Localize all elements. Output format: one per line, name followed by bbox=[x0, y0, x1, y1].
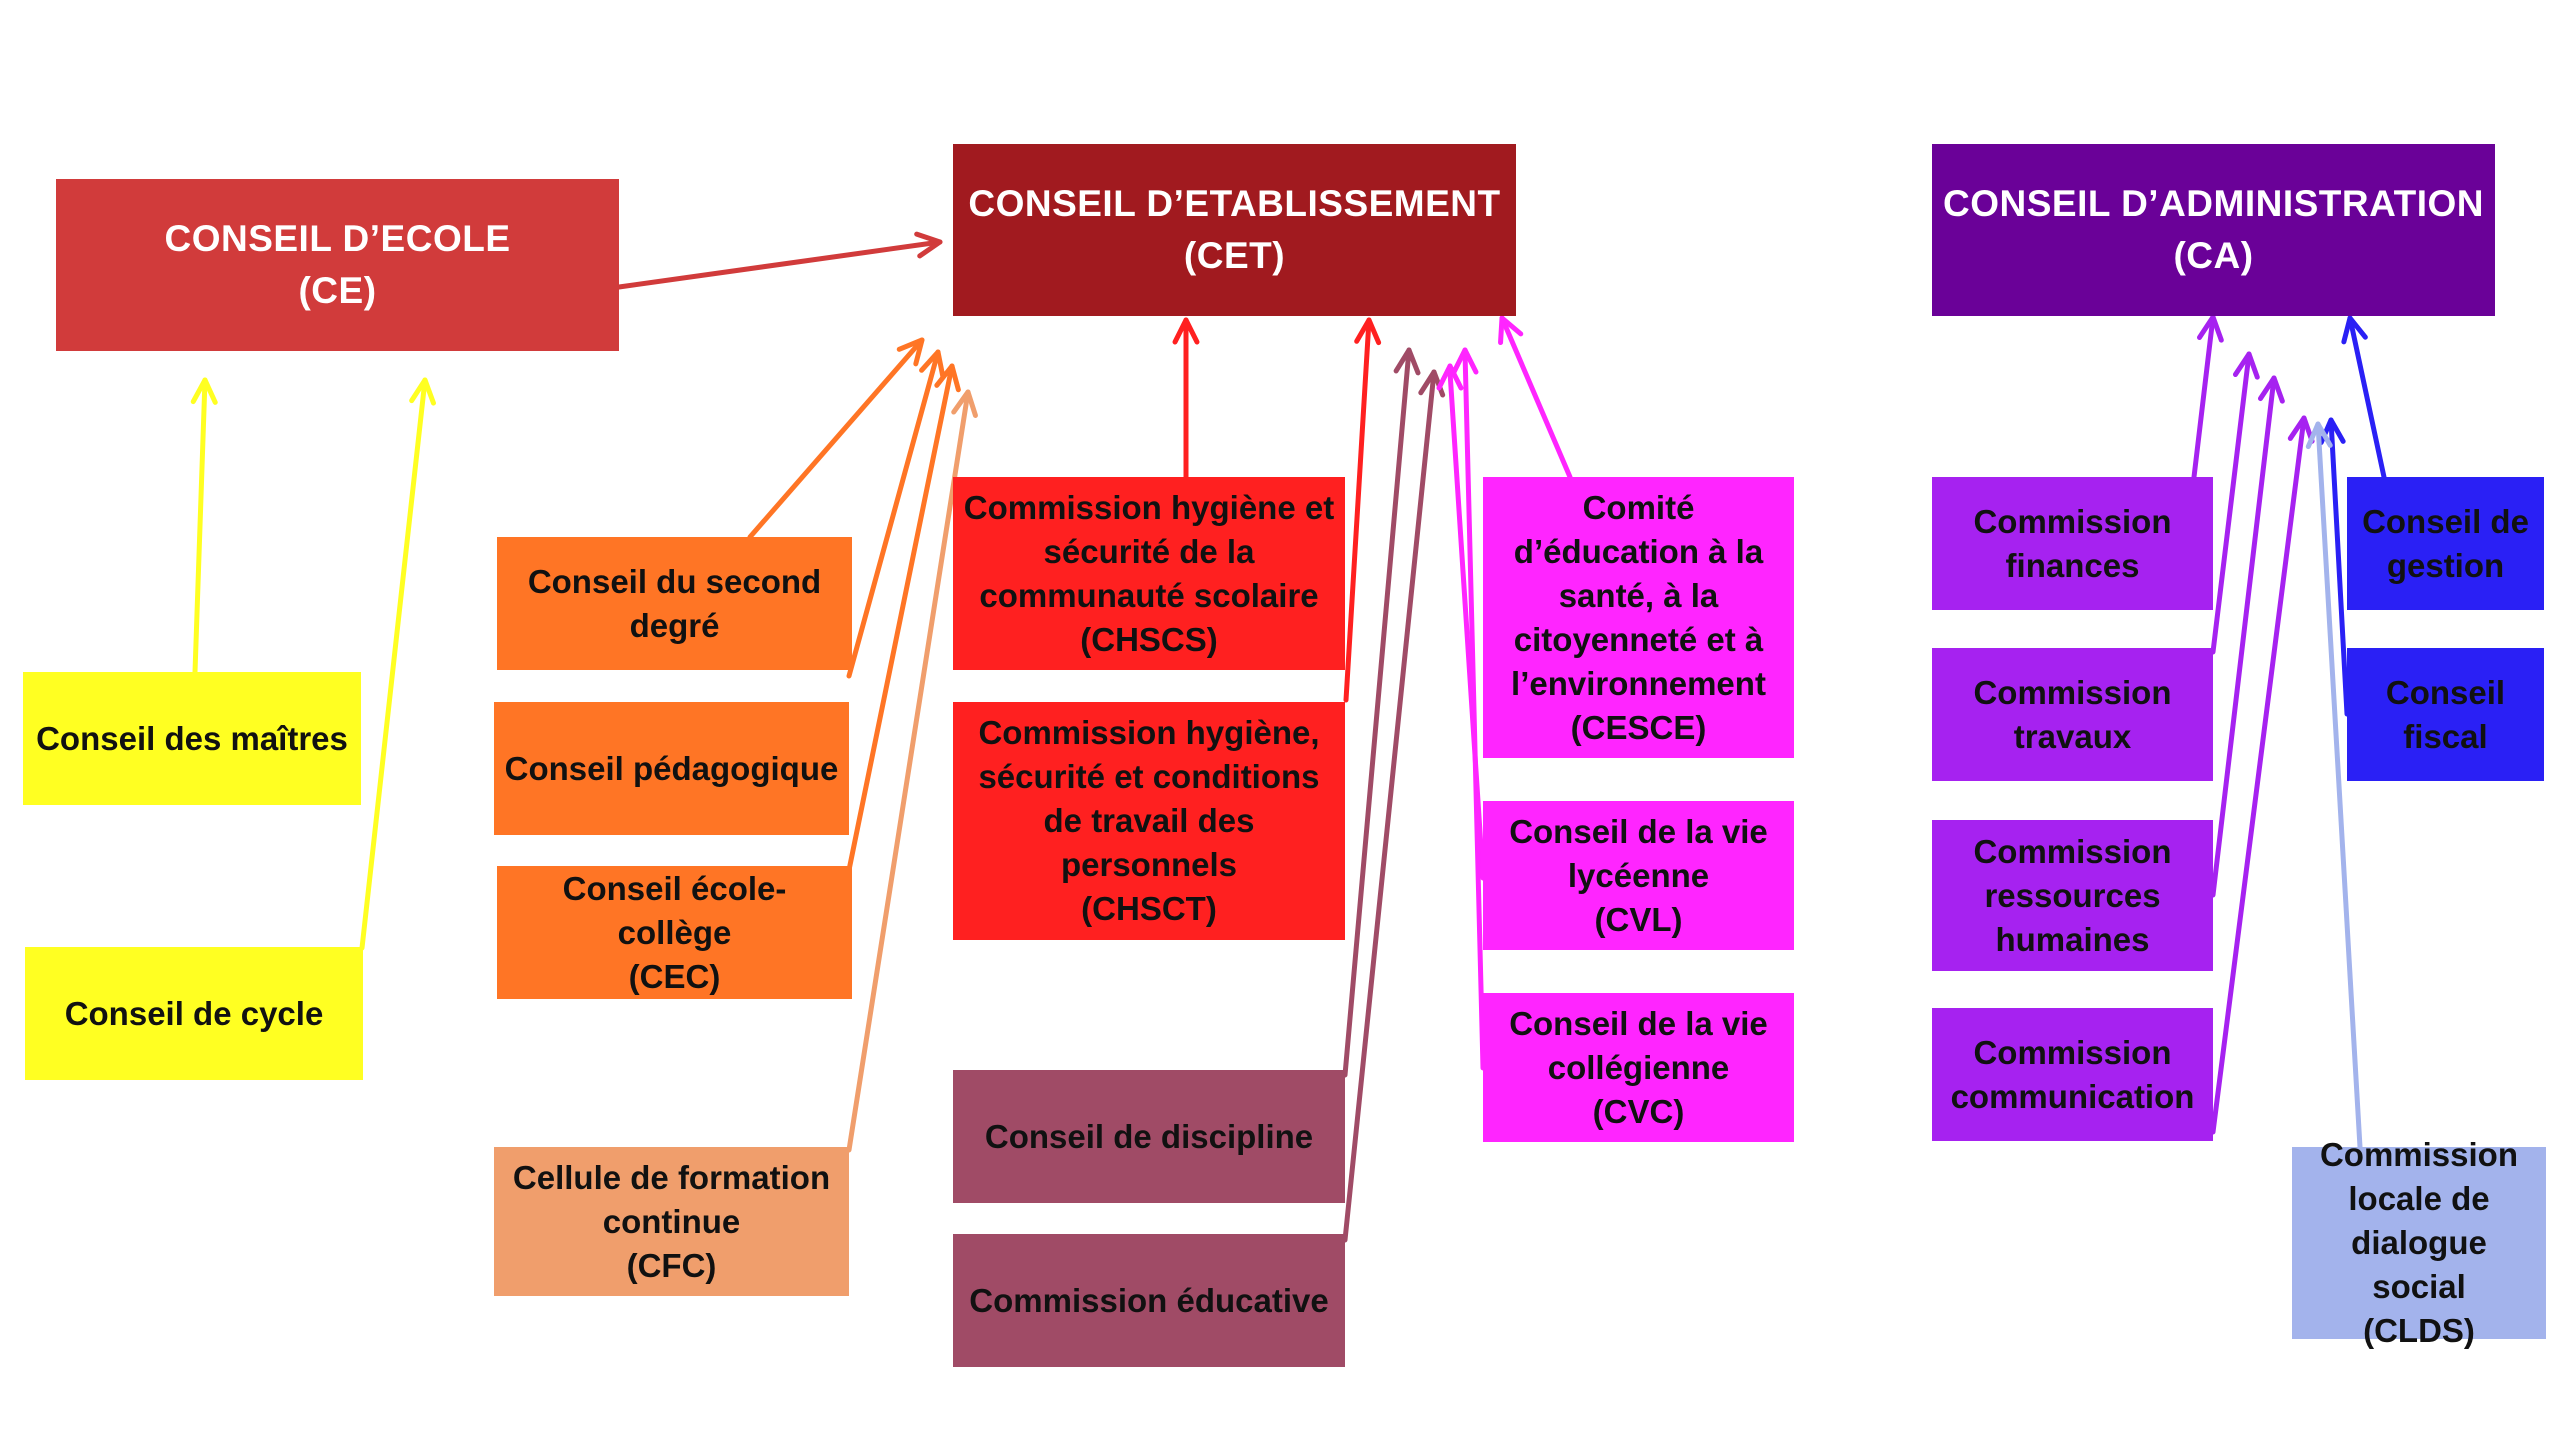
box-line: Conseil bbox=[2385, 673, 2506, 711]
box-line: CONSEIL D’ADMINISTRATION bbox=[1943, 183, 2484, 224]
box-line: (CLDS) bbox=[2363, 1312, 2475, 1349]
box-line: sécurité de la bbox=[1043, 532, 1255, 570]
box-chsct: Commission hygiène, sécurité et conditio… bbox=[953, 702, 1345, 940]
arrow-travaux-to-ca bbox=[2210, 351, 2260, 655]
box-line: (CVC) bbox=[1592, 1092, 1685, 1130]
box-line: (CHSCS) bbox=[1080, 620, 1218, 658]
box-line: degré bbox=[629, 606, 720, 644]
box-line: Conseil des maîtres bbox=[36, 719, 348, 757]
box-commission-finances: Commission finances bbox=[1932, 477, 2213, 610]
box-cesce: Comité d’éducation à la santé, à la cito… bbox=[1483, 477, 1794, 758]
box-line: (CA) bbox=[2173, 235, 2254, 276]
box-line: Conseil de discipline bbox=[984, 1117, 1314, 1155]
box-line: (CESCE) bbox=[1570, 708, 1707, 746]
box-line: santé, à la bbox=[1558, 576, 1719, 614]
box-line: Conseil pédagogique bbox=[504, 749, 839, 787]
box-line: communauté scolaire bbox=[979, 576, 1319, 614]
box-line: travaux bbox=[2013, 717, 2132, 755]
box-line: citoyenneté et à bbox=[1513, 620, 1764, 658]
box-line: sécurité et conditions bbox=[978, 758, 1320, 795]
box-line: lycéenne bbox=[1567, 856, 1710, 894]
box-conseil-ecole-college: Conseil école-collège (CEC) bbox=[497, 866, 852, 999]
box-line: locale de bbox=[2348, 1180, 2490, 1217]
box-conseil-de-gestion: Conseil de gestion bbox=[2347, 477, 2544, 610]
box-conseil-second-degre: Conseil du second degré bbox=[497, 537, 852, 670]
box-line: collégienne bbox=[1547, 1048, 1730, 1086]
box-line: de travail des bbox=[1043, 802, 1255, 839]
box-line: Comité bbox=[1582, 488, 1695, 526]
box-line: CONSEIL D’ETABLISSEMENT bbox=[968, 183, 1501, 224]
box-conseil-vie-lyceenne: Conseil de la vie lycéenne (CVL) bbox=[1483, 801, 1794, 950]
arrow-ce-to-cet bbox=[616, 231, 943, 290]
box-line: Commission bbox=[1973, 832, 2172, 870]
box-line: Conseil du second bbox=[527, 562, 822, 600]
box-line: Commission bbox=[1973, 502, 2172, 540]
box-line: Commission bbox=[1973, 1033, 2172, 1071]
arrow-communication-to-ca bbox=[2210, 415, 2315, 1135]
box-line: (CEC) bbox=[628, 957, 721, 995]
arrow-discipline-to-cet bbox=[1342, 347, 1421, 1078]
box-conseil-de-discipline: Conseil de discipline bbox=[953, 1070, 1345, 1203]
box-line: communication bbox=[1950, 1077, 2195, 1115]
arrow-rh-to-ca bbox=[2210, 375, 2285, 898]
box-line: continue bbox=[602, 1202, 741, 1240]
box-line: Commission bbox=[2319, 1136, 2519, 1173]
box-line: gestion bbox=[2386, 546, 2505, 584]
arrow-gestion-to-ca bbox=[2341, 315, 2387, 480]
arrow-maitres-to-ce bbox=[190, 377, 218, 675]
box-conseil-de-cycle: Conseil de cycle bbox=[25, 947, 363, 1080]
box-conseil-pedagogique: Conseil pédagogique bbox=[494, 702, 849, 835]
box-line: l’environnement bbox=[1511, 664, 1766, 702]
box-line: (CE) bbox=[298, 270, 377, 311]
box-commission-educative: Commission éducative bbox=[953, 1234, 1345, 1367]
box-line: CONSEIL D’ECOLE bbox=[164, 218, 511, 259]
box-line: Commission éducative bbox=[969, 1281, 1329, 1319]
box-line: ressources bbox=[1984, 876, 2161, 914]
box-line: (CHSCT) bbox=[1081, 890, 1217, 927]
box-conseil-administration: CONSEIL D’ADMINISTRATION (CA) bbox=[1932, 144, 2495, 316]
box-clds: Commission locale de dialogue social (CL… bbox=[2292, 1136, 2546, 1349]
box-line: personnels bbox=[1060, 846, 1238, 883]
arrow-cfc-to-cet bbox=[846, 389, 978, 1153]
arrow-chscs-to-cet bbox=[1172, 317, 1200, 480]
arrow-peda-to-cet bbox=[846, 349, 946, 679]
arrow-cvc-to-cet bbox=[1451, 347, 1486, 1071]
box-conseil-ecole: CONSEIL D’ECOLE (CE) bbox=[56, 179, 619, 351]
arrow-clds-to-ca bbox=[2305, 421, 2363, 1150]
box-line: d’éducation à la bbox=[1513, 532, 1764, 570]
box-line: Conseil école-collège bbox=[562, 869, 787, 951]
box-conseil-fiscal: Conseil fiscal bbox=[2347, 648, 2544, 781]
arrow-finances-to-ca bbox=[2191, 314, 2224, 480]
box-line: Conseil de la vie bbox=[1509, 1004, 1768, 1042]
box-commission-ressources-humaines: Commission ressources humaines bbox=[1932, 820, 2213, 971]
arrow-cesce-to-cet bbox=[1498, 315, 1573, 480]
arrow-cec-to-cet bbox=[846, 363, 961, 873]
box-cellule-formation-continue: Cellule de formation continue (CFC) bbox=[494, 1147, 849, 1296]
arrow-chsct-to-cet bbox=[1343, 317, 1382, 703]
box-commission-communication: Commission communication bbox=[1932, 1008, 2213, 1141]
box-line: Cellule de formation bbox=[512, 1158, 831, 1196]
box-line: fiscal bbox=[2403, 717, 2488, 755]
box-line: Commission hygiène, bbox=[978, 714, 1320, 751]
box-line: Commission hygiène et bbox=[963, 488, 1335, 526]
box-line: Conseil de bbox=[2362, 502, 2529, 540]
box-conseil-vie-collegienne: Conseil de la vie collégienne (CVC) bbox=[1483, 993, 1794, 1142]
box-chscs: Commission hygiène et sécurité de la com… bbox=[953, 477, 1345, 670]
box-line: humaines bbox=[1995, 920, 2150, 958]
box-line: dialogue social bbox=[2351, 1224, 2487, 1305]
box-line: Conseil de cycle bbox=[64, 994, 324, 1032]
box-line: finances bbox=[2005, 546, 2140, 584]
arrow-cycle-to-ce bbox=[359, 377, 437, 951]
box-line: Commission bbox=[1973, 673, 2172, 711]
box-line: (CVL) bbox=[1594, 900, 1683, 938]
arrow-second-to-cet bbox=[747, 337, 925, 540]
box-line: Conseil de la vie bbox=[1509, 812, 1768, 850]
box-line: (CET) bbox=[1183, 235, 1286, 276]
box-conseil-des-maitres: Conseil des maîtres bbox=[23, 672, 361, 805]
box-commission-travaux: Commission travaux bbox=[1932, 648, 2213, 781]
box-conseil-etablissement: CONSEIL D’ETABLISSEMENT (CET) bbox=[953, 144, 1516, 316]
box-line: (CFC) bbox=[626, 1246, 717, 1284]
